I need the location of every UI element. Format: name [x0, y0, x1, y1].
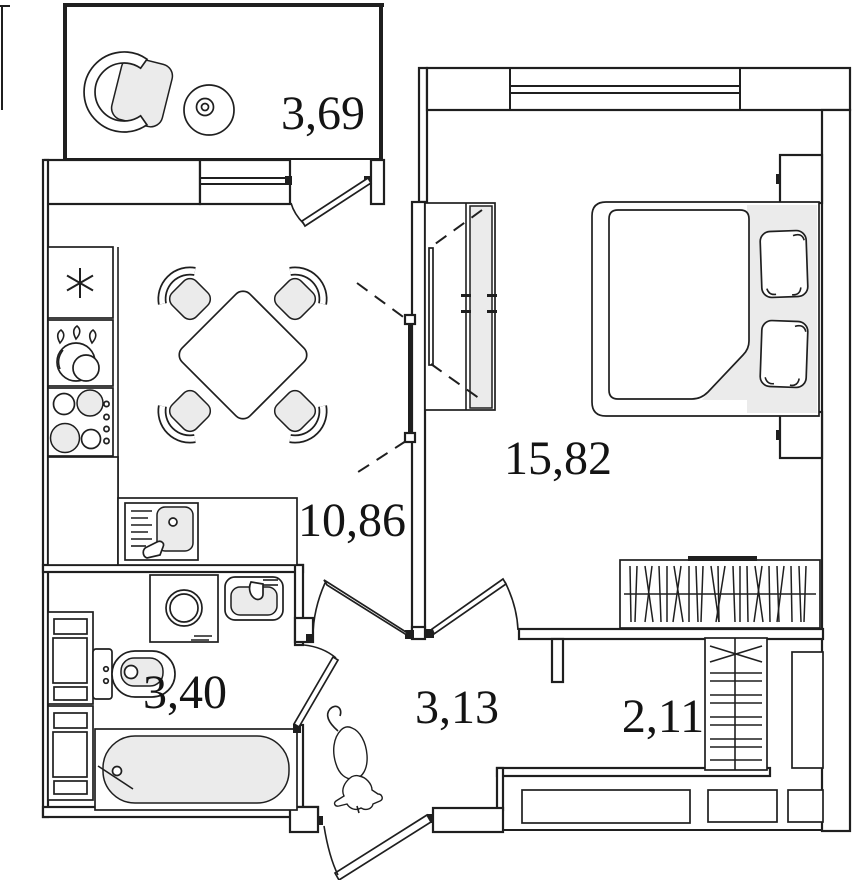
plumbing-shaft-top	[47, 611, 94, 705]
area-label-bathroom: 3,40	[143, 666, 227, 719]
faucet-icon	[248, 581, 264, 601]
coffee-table	[183, 84, 235, 136]
chair-ne	[273, 266, 328, 321]
chair-nw	[157, 266, 212, 321]
plumbing-shaft-bottom	[47, 705, 94, 801]
dining-set	[157, 266, 328, 444]
dishwasher	[47, 319, 114, 387]
kitchen-door	[306, 579, 414, 642]
washbasin	[224, 576, 284, 621]
sliding-wardrobe	[424, 202, 497, 411]
bedroom-door	[425, 577, 519, 638]
toilet	[92, 648, 176, 700]
refrigerator	[47, 246, 114, 319]
dog-figure	[326, 705, 383, 814]
chair-se	[273, 389, 328, 444]
area-label-bedroom: 15,82	[504, 432, 612, 485]
pilaster-top	[778, 153, 824, 205]
chair-sw	[157, 389, 212, 444]
wall-pilasters	[776, 153, 824, 460]
pillow-top	[759, 229, 809, 299]
balcony-door	[290, 176, 373, 228]
shelf-rack	[704, 637, 768, 771]
closet-cabinet	[791, 651, 824, 769]
entry-door	[317, 813, 433, 880]
closet-fittings	[704, 637, 824, 771]
building-context-lines	[0, 5, 850, 831]
kitchen-facade-wall	[43, 158, 386, 228]
snowflake-icon	[66, 268, 94, 298]
stove	[47, 387, 114, 457]
bedroom-window	[509, 68, 741, 110]
kitchen-sink	[124, 502, 199, 561]
pilaster-bottom	[778, 410, 824, 460]
room-area-labels: 3,69 10,86 15,82 3,40 3,13 2,11	[143, 87, 704, 743]
clothes-hatching	[629, 565, 807, 623]
balcony-window	[198, 158, 292, 206]
interior-doors	[292, 577, 519, 880]
area-label-closet: 2,11	[622, 690, 704, 743]
dining-table	[178, 290, 308, 420]
bathroom-fixtures	[47, 574, 298, 811]
kitchen-cabinet	[47, 456, 119, 566]
faucet-icon	[142, 540, 165, 559]
bathtub	[94, 728, 298, 811]
kitchen-appliances	[47, 246, 298, 566]
pillow-bottom	[759, 319, 809, 389]
area-label-hallway: 3,13	[415, 681, 499, 734]
armchair	[83, 51, 174, 133]
area-label-balcony: 3,69	[281, 87, 365, 140]
apartment-walls	[41, 66, 852, 834]
bathroom-door	[292, 644, 340, 733]
bed	[591, 201, 820, 417]
area-label-kitchen: 10,86	[298, 494, 406, 547]
corridor-outside	[521, 789, 824, 824]
clothes-wardrobe	[619, 556, 821, 629]
balcony-furniture	[83, 51, 235, 136]
washing-machine	[149, 574, 219, 643]
kitchen-counter	[117, 497, 298, 566]
interior-glass-partition	[354, 282, 417, 475]
